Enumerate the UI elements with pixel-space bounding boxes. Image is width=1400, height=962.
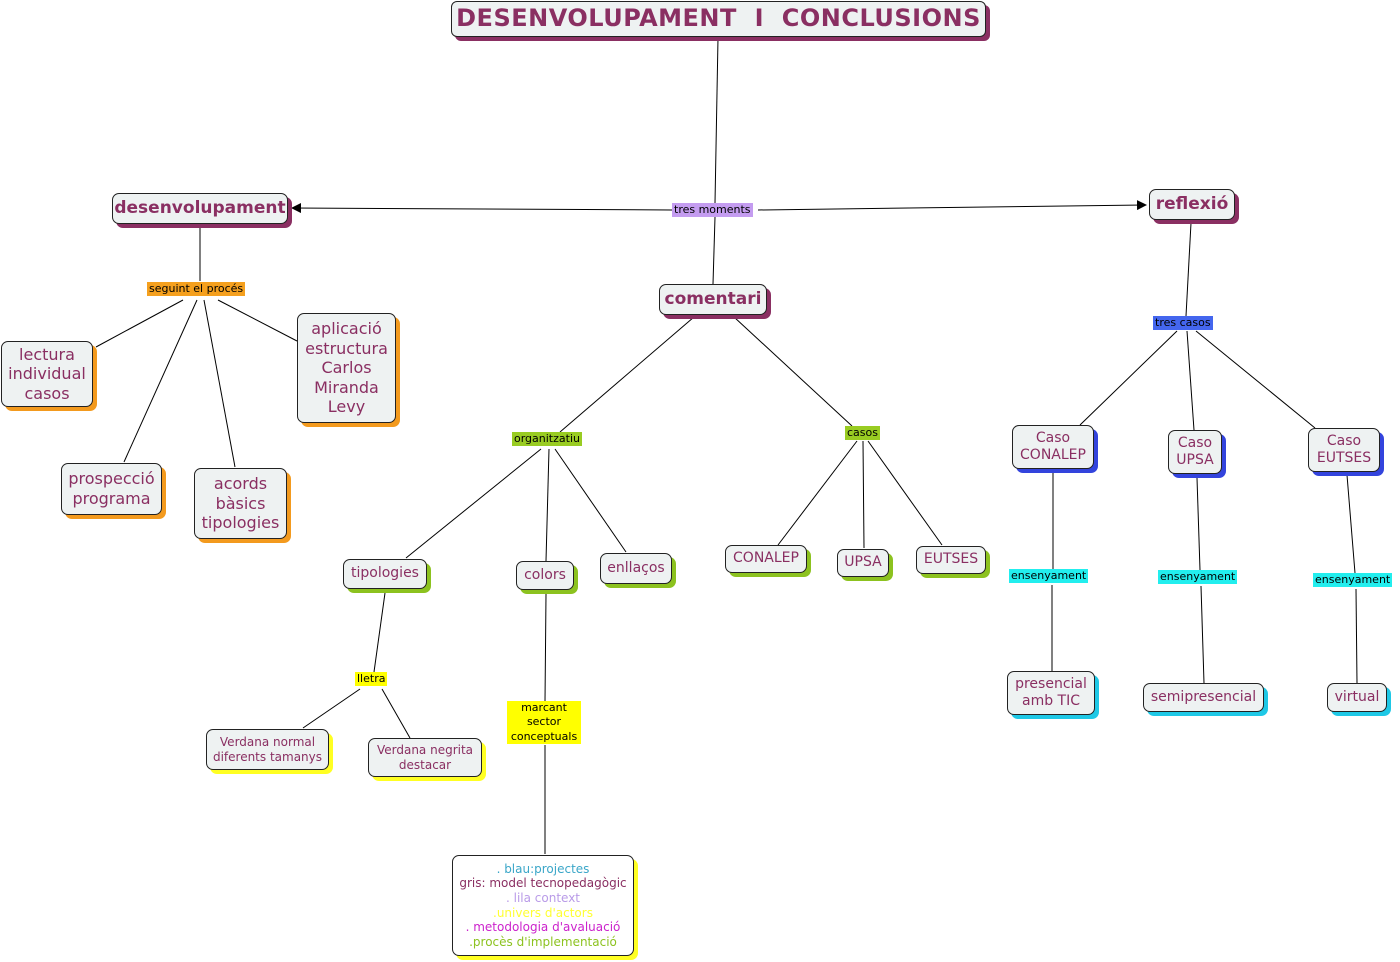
node-caso-upsa[interactable]: Caso UPSA [1168,430,1222,474]
marcant-line-3: conceptuals [510,729,578,743]
caso-conalep-line-1: Caso [1035,429,1071,446]
link-label-tres-casos: tres casos [1153,316,1213,330]
node-reflexio-label: reflexió [1155,194,1229,215]
legend-line: . lila context [505,890,581,905]
legend-line: .procès d'implementació [469,934,617,949]
link-label-ensenyament-upsa: ensenyament [1158,570,1238,584]
node-lectura[interactable]: lectura individual casos [1,341,93,407]
caso-upsa-line-2: UPSA [1176,452,1214,468]
node-acords[interactable]: acords bàsics tipologies [194,468,287,539]
acords-line-3: tipologies [201,513,280,533]
eutses-label: EUTSES [923,551,979,568]
verdana-negrita-line-1: Verdana negrita [376,742,474,757]
legend-line: . blau:projectes [496,861,590,876]
legend-line: gris: model tecnopedagògic [459,876,627,891]
legend-line: .univers d'actors [493,905,593,920]
node-caso-eutses[interactable]: Caso EUTSES [1308,428,1380,472]
verdana-negrita-line-2: destacar [398,757,452,772]
conalep-label: CONALEP [733,550,799,567]
link-label-marcant: marcant sector conceptuals [507,701,581,744]
node-desenvolupament-label: desenvolupament [114,198,286,219]
enllacos-label: enllaços [607,559,665,576]
node-semipresencial[interactable]: semipresencial [1143,683,1264,712]
aplicacio-line-1: aplicació [311,319,382,339]
aplicacio-line-2: estructura [305,338,388,358]
acords-line-2: bàsics [215,493,266,513]
node-eutses[interactable]: EUTSES [916,546,986,574]
link-label-seguint: seguint el procés [147,282,246,296]
node-tipologies[interactable]: tipologies [343,559,427,589]
tipologies-label: tipologies [351,565,419,582]
verdana-normal-line-1: Verdana normal [219,734,316,749]
node-prospeccio[interactable]: prospecció programa [61,463,162,515]
link-label-ensenyament-eutses: ensenyament [1313,573,1393,587]
link-label-organitzatiu: organitzatiu [512,432,582,446]
lectura-line-1: lectura [19,344,75,364]
node-comentari[interactable]: comentari [659,284,767,315]
node-verdana-negrita[interactable]: Verdana negrita destacar [368,738,482,777]
node-enllacos[interactable]: enllaços [600,553,672,584]
node-presencial[interactable]: presencial amb TIC [1007,671,1095,715]
aplicacio-line-3: Carlos [321,358,372,378]
link-label-casos: casos [845,426,880,440]
link-label-ensenyament-conalep: ensenyament [1009,569,1089,583]
upsa-label: UPSA [844,554,882,571]
node-reflexio[interactable]: reflexió [1149,189,1235,220]
legend-line: . metodologia d'avaluació [465,920,621,935]
node-verdana-normal[interactable]: Verdana normal diferents tamanys [206,729,329,770]
presencial-line-1: presencial [1015,675,1087,692]
caso-upsa-line-1: Caso [1177,434,1213,451]
node-caso-conalep[interactable]: Caso CONALEP [1012,425,1094,469]
node-colors[interactable]: colors [516,561,574,590]
map-title[interactable]: DESENVOLUPAMENT I CONCLUSIONS [451,1,986,37]
prospeccio-line-1: prospecció [68,469,155,489]
colors-label: colors [524,566,566,583]
aplicacio-line-5: Levy [327,397,366,417]
caso-eutses-line-1: Caso [1326,432,1362,449]
semipresencial-label: semipresencial [1150,688,1257,705]
lectura-line-2: individual [8,364,86,384]
node-desenvolupament[interactable]: desenvolupament [112,193,288,224]
node-aplicacio[interactable]: aplicació estructura Carlos Miranda Levy [297,313,396,423]
lectura-line-3: casos [24,383,70,403]
caso-eutses-line-2: EUTSES [1316,450,1372,466]
aplicacio-line-4: Miranda [314,377,379,397]
map-title-text: DESENVOLUPAMENT I CONCLUSIONS [456,4,981,33]
node-conalep[interactable]: CONALEP [725,545,807,573]
presencial-line-2: amb TIC [1021,693,1080,709]
link-label-tres-moments: tres moments [672,203,753,217]
prospeccio-line-2: programa [72,489,151,508]
node-comentari-label: comentari [664,289,762,310]
virtual-label: virtual [1334,688,1380,705]
verdana-normal-line-2: diferents tamanys [212,749,323,764]
acords-line-1: acords [213,474,268,494]
marcant-line-2: sector [526,715,562,729]
marcant-line-1: marcant [521,700,567,714]
link-label-lletra: lletra [355,672,388,686]
caso-conalep-line-2: CONALEP [1020,447,1086,463]
node-virtual[interactable]: virtual [1327,683,1387,712]
node-upsa[interactable]: UPSA [837,549,889,577]
